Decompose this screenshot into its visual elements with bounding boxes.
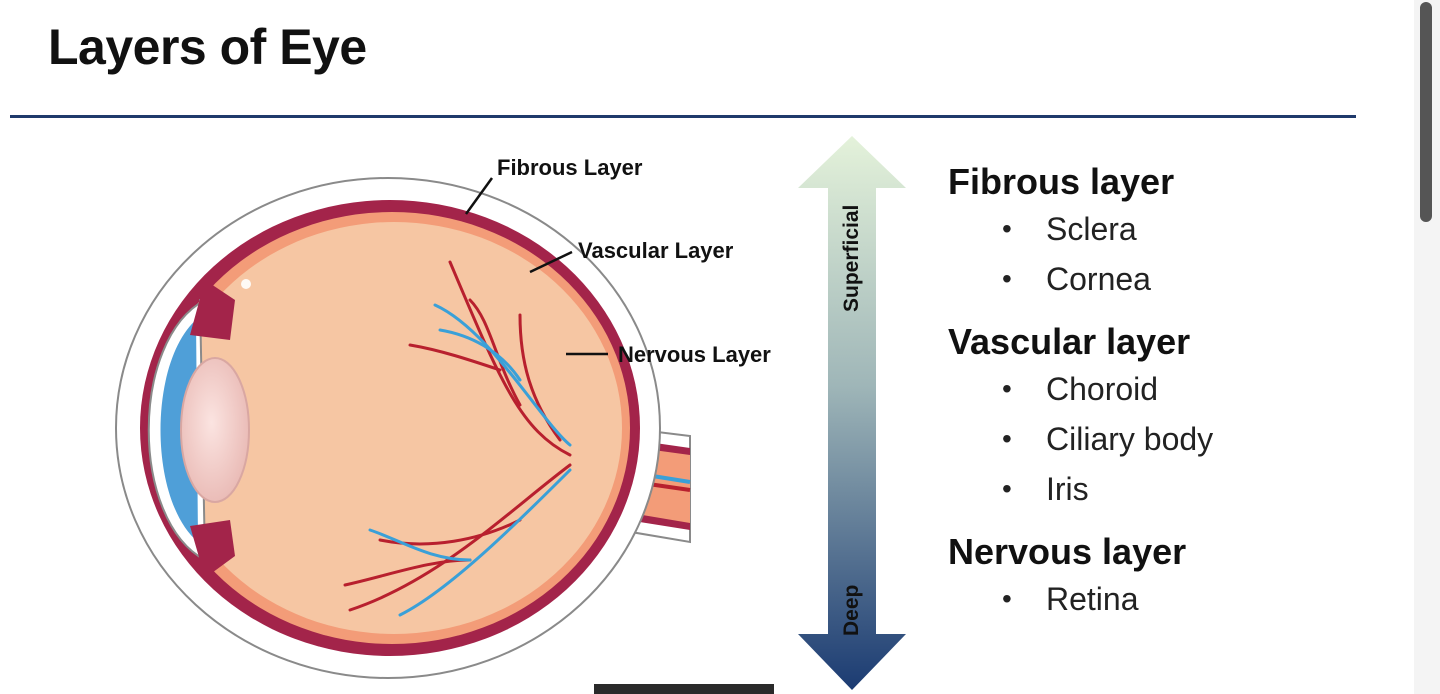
legend-item: Ciliary body [1002,414,1213,464]
legend-item: Cornea [1002,254,1213,304]
legend-heading: Vascular layer [948,321,1191,362]
retinal-vessels [343,260,572,617]
legend-list: Retina [948,574,1213,624]
depth-label-deep: Deep [840,584,863,636]
depth-arrow [798,136,906,690]
legend-item: Retina [1002,574,1213,624]
lens [180,357,250,503]
legend-item: Choroid [1002,364,1213,414]
eye-diagram [115,136,906,690]
scrollbar-thumb[interactable] [1420,2,1432,222]
legend-list: Sclera Cornea [948,204,1213,304]
cornea-blue [160,318,198,542]
callout-line-fibrous [464,177,494,215]
ciliary-top [190,280,235,340]
depth-label-superficial: Superficial [840,204,863,312]
image-caption-strip [594,684,774,694]
layer-legend: Fibrous layer Sclera Cornea Vascular lay… [948,160,1213,640]
slide-title: Layers of Eye [48,19,367,75]
legend-list: Choroid Ciliary body Iris [948,364,1213,514]
callout-fibrous-layer: Fibrous Layer [497,155,643,180]
callout-vascular-layer: Vascular Layer [578,238,734,263]
title-divider [10,115,1356,118]
legend-heading: Nervous layer [948,531,1187,572]
legend-group-vascular: Vascular layer Choroid Ciliary body Iris [948,320,1213,514]
legend-item: Iris [1002,464,1213,514]
legend-group-fibrous: Fibrous layer Sclera Cornea [948,160,1213,304]
eye-highlight [241,279,251,289]
callout-nervous-layer: Nervous Layer [618,342,771,367]
legend-group-nervous: Nervous layer Retina [948,530,1213,624]
ciliary-bottom [190,520,235,578]
legend-heading: Fibrous layer [948,161,1175,202]
callout-line-vascular [529,250,573,274]
legend-item: Sclera [1002,204,1213,254]
